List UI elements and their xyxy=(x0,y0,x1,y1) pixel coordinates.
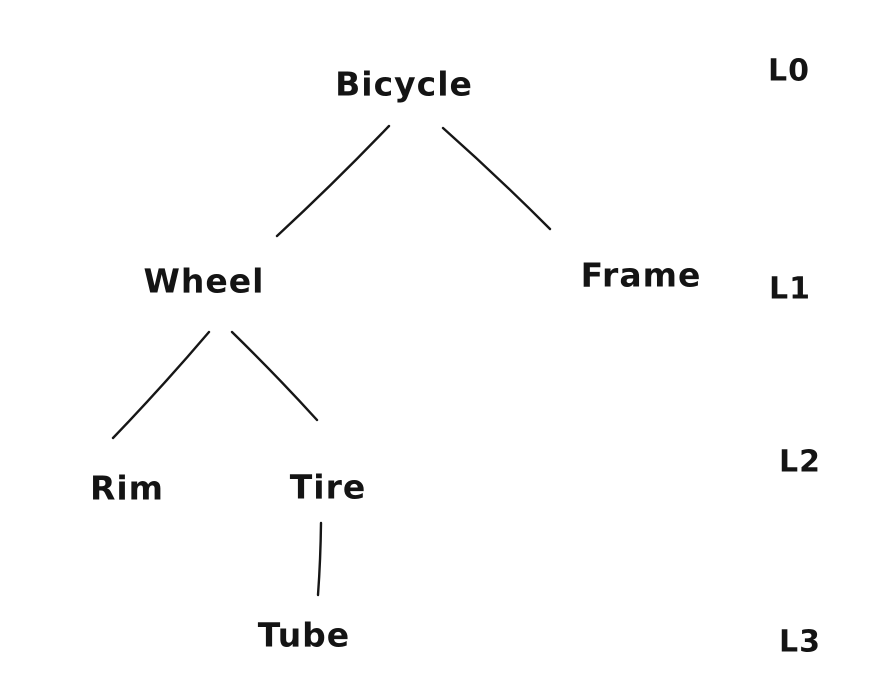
tree-node-tube: Tube xyxy=(257,615,351,655)
edge-bicycle-frame xyxy=(441,126,552,231)
tree-node-rim: Rim xyxy=(89,468,165,508)
edge-wheel-rim xyxy=(111,330,211,440)
edge-tire-tube xyxy=(316,521,323,597)
level-label-l3: L3 xyxy=(779,624,821,660)
tree-node-tire: Tire xyxy=(289,467,367,507)
edge-wheel-tire xyxy=(230,330,319,422)
edge-bicycle-wheel xyxy=(275,124,391,238)
level-label-l1: L1 xyxy=(769,271,811,307)
tree-node-frame: Frame xyxy=(580,255,702,295)
tree-node-bicycle: Bicycle xyxy=(335,64,473,104)
level-label-l2: L2 xyxy=(779,444,821,480)
level-label-l0: L0 xyxy=(768,53,810,89)
tree-node-wheel: Wheel xyxy=(143,261,265,301)
